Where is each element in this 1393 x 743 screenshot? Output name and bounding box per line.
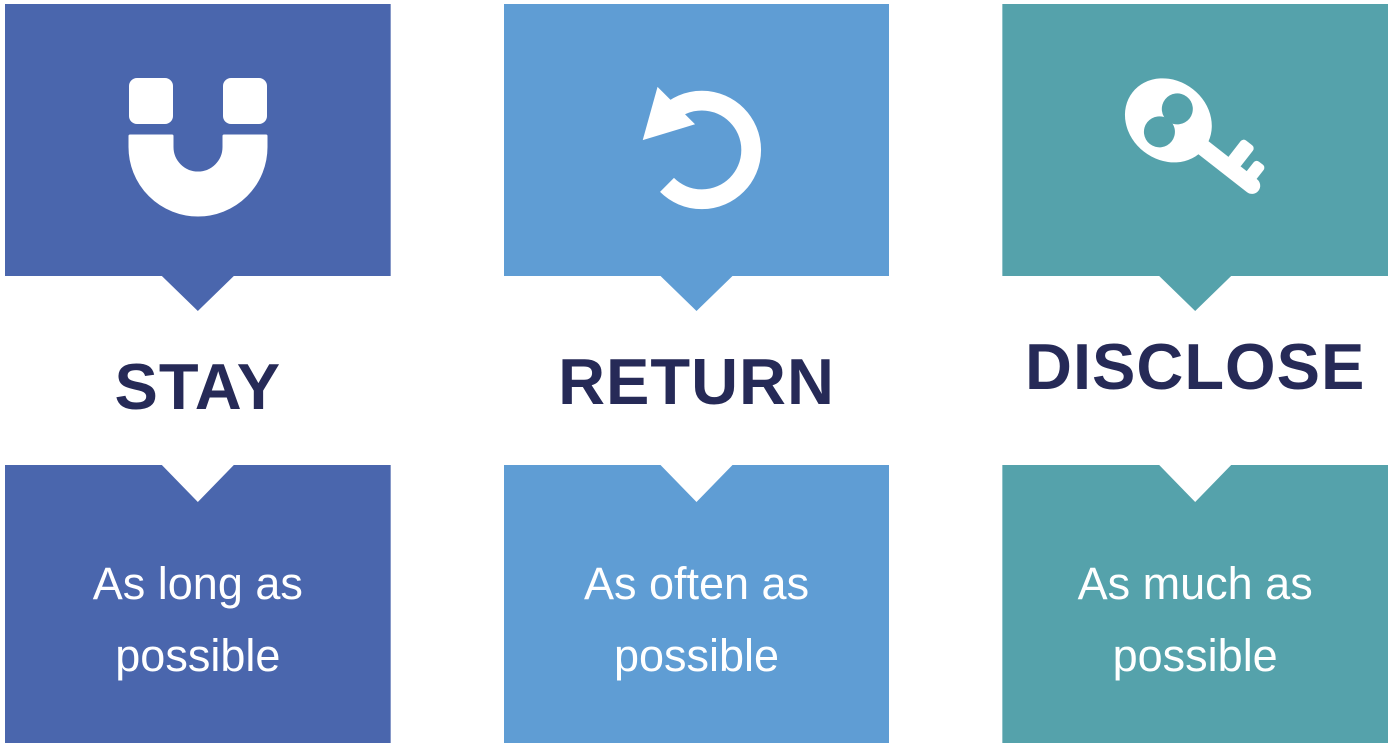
return-icon-box — [503, 4, 890, 311]
rotate-ccw-icon — [642, 86, 761, 210]
disclose-icon-box — [1002, 4, 1389, 311]
disclose-title: DISCLOSE — [1025, 330, 1366, 403]
stay-icon-box — [5, 4, 391, 311]
return-title: RETURN — [558, 345, 835, 418]
stay-caption: As long as possible — [92, 558, 303, 681]
return-icon-wrap — [504, 4, 890, 276]
return-title-area: RETURN — [504, 311, 890, 465]
stay-icon-wrap — [5, 4, 391, 276]
magnet-icon — [128, 78, 268, 217]
disclose-caption-box: As much as possible — [1002, 465, 1389, 743]
column-return: RETURN As often as possible — [503, 4, 890, 743]
column-disclose: DISCLOSE As much as possible — [1002, 4, 1389, 743]
column-stay: STAY As long as possible — [5, 4, 391, 743]
stay-title: STAY — [114, 350, 282, 423]
disclose-caption: As much as possible — [1077, 558, 1313, 681]
key-icon — [1124, 77, 1265, 194]
stay-caption-box: As long as possible — [5, 465, 391, 743]
disclose-icon-wrap — [1002, 4, 1388, 276]
disclose-title-area: DISCLOSE — [1002, 311, 1388, 465]
return-caption-box: As often as possible — [503, 465, 890, 743]
stay-title-area: STAY — [5, 311, 391, 465]
return-caption: As often as possible — [583, 558, 810, 681]
